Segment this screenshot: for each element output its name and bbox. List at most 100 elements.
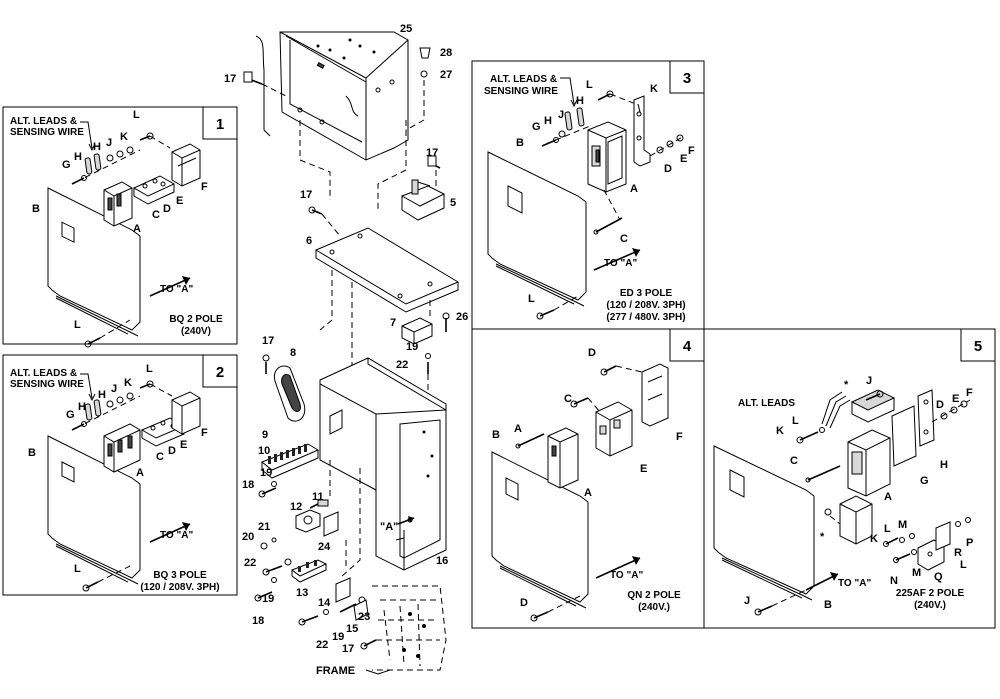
svg-text:E: E — [180, 439, 187, 451]
panel-3-leads-label-2: SENSING WIRE — [484, 86, 558, 97]
svg-text:J: J — [866, 375, 872, 387]
svg-text:H: H — [940, 459, 948, 471]
panel-5-to-a: TO "A" — [838, 578, 871, 589]
panel-2-drawing: ALT. LEADS & SENSING WIRE — [10, 363, 220, 593]
svg-text:21: 21 — [258, 521, 270, 533]
svg-text:K: K — [124, 377, 132, 389]
svg-text:C: C — [156, 451, 164, 463]
svg-text:17: 17 — [300, 189, 312, 201]
svg-text:P: P — [966, 537, 973, 549]
panel-2-caption-2: (120 / 208V. 3PH) — [140, 582, 219, 593]
panel-3-number-box: 3 — [669, 60, 705, 94]
svg-text:J: J — [111, 383, 117, 395]
svg-text:F: F — [676, 431, 683, 443]
svg-text:17: 17 — [262, 335, 274, 347]
svg-text:B: B — [32, 203, 40, 215]
svg-text:N: N — [890, 575, 898, 587]
svg-text:E: E — [176, 195, 183, 207]
svg-text:L: L — [528, 293, 535, 305]
panel-3-caption-2: (120 / 208V. 3PH) — [606, 300, 685, 311]
svg-text:R: R — [954, 547, 962, 559]
svg-text:15: 15 — [346, 623, 358, 635]
svg-text:A: A — [630, 183, 638, 195]
panel-5-drawing: ALT. LEADS — [713, 375, 973, 616]
svg-text:L: L — [884, 523, 891, 535]
svg-text:D: D — [520, 597, 528, 609]
panel-1-caption-1: BQ 2 POLE — [169, 314, 223, 325]
panel-1-number: 1 — [216, 116, 224, 133]
svg-text:J: J — [106, 137, 112, 149]
svg-text:27: 27 — [440, 69, 452, 81]
svg-text:K: K — [870, 533, 878, 545]
panel-3-caption-1: ED 3 POLE — [620, 288, 673, 299]
svg-text:H: H — [98, 389, 106, 401]
panel-2-to-a: TO "A" — [160, 530, 193, 541]
svg-text:10: 10 — [258, 445, 270, 457]
svg-text:E: E — [952, 393, 959, 405]
panel-5-asterisk-bottom: * — [820, 531, 825, 543]
svg-text:G: G — [920, 475, 929, 487]
svg-text:19: 19 — [406, 341, 418, 353]
svg-text:J: J — [558, 109, 564, 121]
svg-text:8: 8 — [290, 347, 296, 359]
svg-text:11: 11 — [312, 491, 324, 503]
svg-text:17: 17 — [342, 643, 354, 655]
svg-text:L: L — [792, 415, 799, 427]
svg-text:D: D — [168, 445, 176, 457]
svg-text:L: L — [74, 319, 81, 331]
svg-text:D: D — [936, 399, 944, 411]
svg-text:A: A — [133, 223, 141, 235]
panel-2-leads-label-2: SENSING WIRE — [10, 379, 84, 390]
svg-text:H: H — [74, 151, 82, 163]
svg-text:M: M — [898, 519, 907, 531]
svg-text:17: 17 — [224, 73, 236, 85]
svg-text:18: 18 — [252, 615, 264, 627]
svg-text:A: A — [514, 423, 522, 435]
panel-3-to-a: TO "A" — [604, 258, 637, 269]
svg-text:20: 20 — [242, 531, 254, 543]
svg-text:L: L — [586, 79, 593, 91]
svg-text:H: H — [576, 95, 584, 107]
svg-text:A: A — [584, 487, 592, 499]
svg-text:14: 14 — [318, 597, 331, 609]
panel-1-to-a: TO "A" — [160, 284, 193, 295]
svg-text:19: 19 — [260, 467, 272, 479]
svg-text:L: L — [74, 563, 81, 575]
svg-text:E: E — [640, 463, 647, 475]
svg-text:M: M — [912, 567, 921, 579]
panel-5-frame — [703, 328, 996, 629]
svg-text:L: L — [133, 109, 140, 121]
svg-text:B: B — [492, 429, 500, 441]
frame-label: FRAME — [316, 665, 355, 677]
panel-1-drawing: ALT. LEADS & SENSING WIRE — [10, 109, 223, 348]
svg-text:12: 12 — [290, 501, 302, 513]
svg-text:C: C — [152, 209, 160, 221]
svg-text:F: F — [966, 387, 973, 399]
svg-text:B: B — [824, 599, 832, 611]
center-a-label: "A" — [380, 521, 398, 533]
svg-text:K: K — [650, 83, 658, 95]
svg-text:26: 26 — [456, 311, 468, 323]
panel-1-leads-label-1: ALT. LEADS & — [10, 116, 77, 127]
panel-4-number-box: 4 — [669, 328, 705, 362]
svg-text:C: C — [790, 455, 798, 467]
svg-text:17: 17 — [426, 147, 438, 159]
svg-text:D: D — [664, 163, 672, 175]
panel-5-number: 5 — [974, 338, 982, 355]
svg-text:5: 5 — [450, 197, 456, 209]
svg-text:22: 22 — [396, 359, 408, 371]
panel-3-leads-label-1: ALT. LEADS & — [490, 74, 557, 85]
svg-text:L: L — [146, 363, 153, 375]
svg-text:L: L — [960, 559, 967, 571]
svg-text:7: 7 — [390, 317, 396, 329]
svg-text:G: G — [66, 409, 75, 421]
panel-3-drawing: ALT. LEADS & SENSING WIRE — [484, 74, 695, 323]
svg-text:F: F — [201, 427, 208, 439]
panel-2-number-box: 2 — [202, 354, 238, 388]
panel-4-caption-1: QN 2 POLE — [627, 590, 681, 601]
svg-text:D: D — [163, 203, 171, 215]
svg-text:23: 23 — [358, 611, 370, 623]
panel-4-to-a: TO "A" — [610, 570, 643, 581]
